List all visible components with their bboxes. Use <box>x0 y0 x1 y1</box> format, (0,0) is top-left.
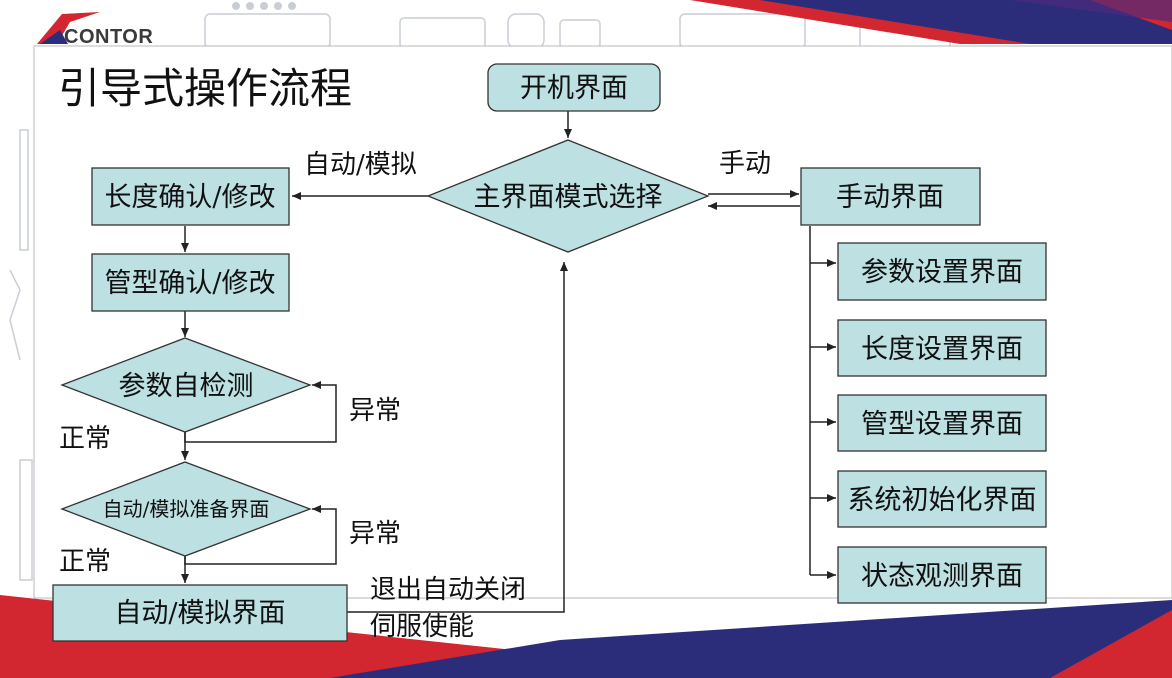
contor-logo: CONTOR <box>37 12 153 48</box>
node-length-confirm-label: 长度确认/修改 <box>104 182 275 213</box>
node-status-monitor-label: 状态观测界面 <box>861 561 1023 592</box>
node-length-settings: 长度设置界面 <box>837 319 1047 377</box>
top-ribbon <box>690 0 1172 44</box>
node-tube-confirm-label: 管型确认/修改 <box>104 268 275 299</box>
node-auto-prepare: 自动/模拟准备界面 <box>60 461 312 557</box>
bottom-ribbon <box>0 595 1172 678</box>
edge-label-abnormal-1: 异常 <box>349 396 401 426</box>
node-auto-prepare-label: 自动/模拟准备界面 <box>103 497 270 521</box>
edge-label-exit-line2: 伺服使能 <box>370 612 474 642</box>
node-length-settings-label: 长度设置界面 <box>861 334 1023 365</box>
node-main-mode: 主界面模式选择 <box>426 139 710 253</box>
node-startup-label: 开机界面 <box>520 73 628 104</box>
edge-label-manual: 手动 <box>719 149 771 179</box>
node-startup: 开机界面 <box>487 63 661 112</box>
logo-text: CONTOR <box>64 26 153 48</box>
edge-label-auto-sim: 自动/模拟 <box>304 150 417 180</box>
page-title: 引导式操作流程 <box>58 64 352 113</box>
node-length-confirm: 长度确认/修改 <box>91 167 290 226</box>
node-param-selfcheck-label: 参数自检测 <box>119 371 254 402</box>
node-manual-screen: 手动界面 <box>800 167 981 226</box>
node-param-settings: 参数设置界面 <box>837 242 1047 301</box>
node-system-init: 系统初始化界面 <box>837 470 1047 528</box>
node-manual-screen-label: 手动界面 <box>836 182 944 213</box>
edge-label-exit-line1: 退出自动关闭 <box>370 575 526 605</box>
edge-label-abnormal-2: 异常 <box>349 519 401 549</box>
node-auto-screen: 自动/模拟界面 <box>52 584 348 642</box>
node-system-init-label: 系统初始化界面 <box>848 485 1037 516</box>
node-param-selfcheck: 参数自检测 <box>60 337 312 433</box>
edge-label-normal-2: 正常 <box>59 547 111 577</box>
connectors <box>181 110 836 613</box>
node-tube-settings: 管型设置界面 <box>837 394 1047 452</box>
edge-label-normal-1: 正常 <box>59 424 111 454</box>
node-tube-confirm: 管型确认/修改 <box>91 253 290 312</box>
node-param-settings-label: 参数设置界面 <box>861 257 1023 288</box>
node-tube-settings-label: 管型设置界面 <box>861 409 1023 440</box>
node-auto-screen-label: 自动/模拟界面 <box>114 598 285 629</box>
node-main-mode-label: 主界面模式选择 <box>474 182 663 213</box>
node-status-monitor: 状态观测界面 <box>837 546 1047 604</box>
